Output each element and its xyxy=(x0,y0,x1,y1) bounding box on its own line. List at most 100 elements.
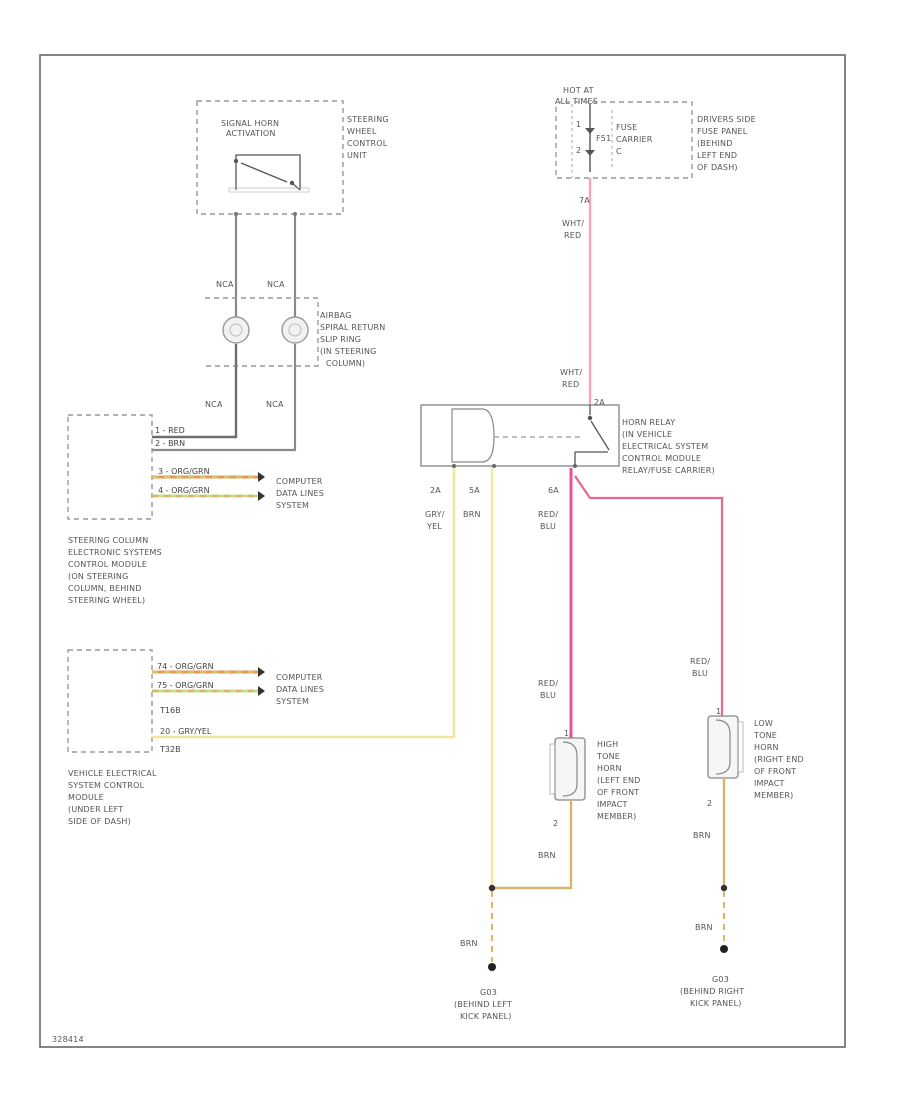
steering-module-label-1: STEERING COLUMN xyxy=(68,536,148,545)
data-lines-1-label-1: COMPUTER xyxy=(276,477,323,486)
wire-label-brn-1: BRN xyxy=(538,851,556,860)
wire-label-wht-red-2a: WHT/ xyxy=(560,368,582,377)
steering-module-label-5: COLUMN, BEHIND xyxy=(68,584,142,593)
wire-label-brn-top: BRN xyxy=(463,510,481,519)
ground-right-label-1: G03 xyxy=(712,975,729,984)
high-horn-label-2: TONE xyxy=(596,752,620,761)
relay-label-4: CONTROL MODULE xyxy=(622,454,701,463)
low-horn-label-6: IMPACT xyxy=(754,779,785,788)
relay-pin-6a: 6A xyxy=(548,486,559,495)
ground-left-label-2: (BEHIND LEFT xyxy=(454,1000,512,1009)
fuse-label-2: CARRIER xyxy=(616,135,653,144)
ground-left-icon xyxy=(488,963,496,971)
wire-label-nca-4: NCA xyxy=(266,400,284,409)
vehicle-electrical-module xyxy=(67,649,153,753)
wire-label-brn-3: BRN xyxy=(460,939,478,948)
data-lines-2-label-2: DATA LINES xyxy=(276,685,324,694)
slip-ring-label-2: SPIRAL RETURN xyxy=(320,323,385,332)
wire-label-red-blu-3a: RED/ xyxy=(690,657,710,666)
ground-right-icon xyxy=(720,945,728,953)
high-horn-label-7: MEMBER) xyxy=(597,812,636,821)
relay-pin-5a: 5A xyxy=(469,486,480,495)
wire-label-wht-red-2b: RED xyxy=(562,380,579,389)
wire-label-brn-4: BRN xyxy=(695,923,713,932)
slip-ring-label-1: AIRBAG xyxy=(320,311,352,320)
vehicle-module-label-2: SYSTEM CONTROL xyxy=(68,781,145,790)
high-horn-label-3: HORN xyxy=(597,764,622,773)
wire-label-red-blu-2b: BLU xyxy=(540,691,556,700)
slip-ring-label-5: COLUMN) xyxy=(326,359,365,368)
vm-connector-t16b: T16B xyxy=(159,706,181,715)
fuse-label-1: FUSE xyxy=(616,123,637,132)
wire-gry-yel xyxy=(152,467,456,739)
high-horn-label-4: (LEFT END xyxy=(597,776,641,785)
low-tone-horn xyxy=(707,715,744,779)
relay-label-3: ELECTRICAL SYSTEM xyxy=(622,442,708,451)
low-horn-label-4: (RIGHT END xyxy=(754,755,804,764)
ground-right-label-2: (BEHIND RIGHT xyxy=(680,987,744,996)
sm-pin-3: 3 - ORG/GRN xyxy=(158,467,210,476)
high-horn-label-1: HIGH xyxy=(597,740,618,749)
horn-switch-location-2: WHEEL xyxy=(347,127,377,136)
steering-module-label-6: STEERING WHEEL) xyxy=(68,596,145,605)
data-lines-2-label-1: COMPUTER xyxy=(276,673,323,682)
fuse-panel-label-3: (BEHIND xyxy=(697,139,733,148)
wire-brn-high-horn xyxy=(492,800,573,890)
data-lines-1-label-2: DATA LINES xyxy=(276,489,324,498)
high-tone-horn xyxy=(549,737,586,801)
fuse-pin-2: 2 xyxy=(576,146,581,155)
ground-left-label-3: KICK PANEL) xyxy=(460,1012,512,1021)
sm-pin-2: 2 - BRN xyxy=(155,439,185,448)
wire-label-nca-3: NCA xyxy=(205,400,223,409)
wire-nca-left-lower xyxy=(152,344,238,439)
wire-nca-right-lower xyxy=(152,344,297,452)
horn-switch-location-1: STEERING xyxy=(347,115,389,124)
low-horn-label-2: TONE xyxy=(753,731,777,740)
ground-left-label-1: G03 xyxy=(480,988,497,997)
low-horn-label-3: HORN xyxy=(754,743,779,752)
low-horn-label-5: OF FRONT xyxy=(754,767,796,776)
relay-pin-2a: 2A xyxy=(430,486,441,495)
low-horn-label-7: MEMBER) xyxy=(754,791,793,800)
splice-left xyxy=(488,884,496,892)
steering-column-module xyxy=(67,414,153,520)
fuse-carrier xyxy=(555,101,693,179)
steering-module-label-2: ELECTRONIC SYSTEMS xyxy=(68,548,162,557)
relay-label-1: HORN RELAY xyxy=(622,418,675,427)
wire-label-wht-red-1b: RED xyxy=(564,231,581,240)
splice-right xyxy=(720,884,728,892)
wire-label-nca-2: NCA xyxy=(267,280,285,289)
vehicle-module-label-5: SIDE OF DASH) xyxy=(68,817,131,826)
steering-module-label-3: CONTROL MODULE xyxy=(68,560,147,569)
horn-switch-location-4: UNIT xyxy=(347,151,367,160)
vm-connector-t32b: T32B xyxy=(159,745,181,754)
wire-label-wht-red-1a: WHT/ xyxy=(562,219,584,228)
vehicle-module-label-4: (UNDER LEFT xyxy=(68,805,123,814)
horn-switch-title-2: ACTIVATION xyxy=(226,129,276,138)
fuse-pin-1: 1 xyxy=(576,120,581,129)
wire-label-red-blu-1a: RED/ xyxy=(538,510,558,519)
hot-at-label-1: HOT AT xyxy=(563,86,594,95)
vm-pin-20: 20 - GRY/YEL xyxy=(160,727,212,736)
low-horn-label-1: LOW xyxy=(754,719,773,728)
sm-pin-4: 4 - ORG/GRN xyxy=(158,486,210,495)
slip-ring-label-4: (IN STEERING xyxy=(320,347,377,356)
low-horn-pin-2: 2 xyxy=(707,799,712,808)
wire-red-blu-low-horn xyxy=(574,475,724,718)
diagram-code: 328414 xyxy=(52,1035,84,1044)
fuse-panel-label-2: FUSE PANEL xyxy=(697,127,748,136)
steering-module-label-4: (ON STEERING xyxy=(68,572,129,581)
wire-label-red-blu-1b: BLU xyxy=(540,522,556,531)
data-lines-1-label-3: SYSTEM xyxy=(276,501,309,510)
fuse-panel-label-4: LEFT END xyxy=(697,151,737,160)
fuse-panel-label-1: DRIVERS SIDE xyxy=(697,115,756,124)
high-horn-pin-2: 2 xyxy=(553,819,558,828)
fuse-panel-label-5: OF DASH) xyxy=(697,163,738,172)
vehicle-module-label-1: VEHICLE ELECTRICAL xyxy=(68,769,157,778)
wire-label-red-blu-2a: RED/ xyxy=(538,679,558,688)
slip-ring-label-3: SLIP RING xyxy=(320,335,361,344)
horn-relay xyxy=(420,404,620,468)
vm-pin-1: 74 - ORG/GRN xyxy=(157,662,214,671)
data-lines-2-label-3: SYSTEM xyxy=(276,697,309,706)
